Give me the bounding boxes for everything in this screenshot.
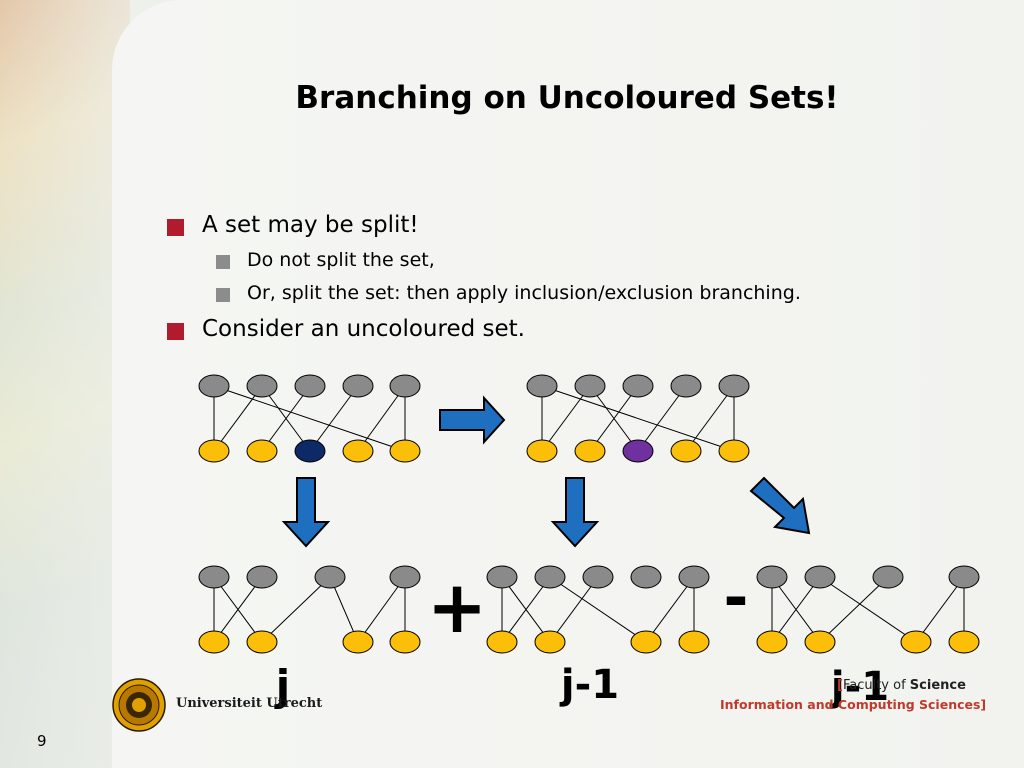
- bullet-1-2: Or, split the set: then apply inclusion/…: [247, 282, 801, 304]
- node-bottom: [246, 439, 278, 463]
- node-top: [804, 565, 836, 589]
- arrow-diagonal-icon: [749, 476, 811, 535]
- node-top: [574, 374, 606, 398]
- node-bottom: [389, 439, 421, 463]
- node-top: [314, 565, 346, 589]
- node-top: [622, 374, 654, 398]
- node-top: [630, 565, 662, 589]
- label-j-minus-1: j-1: [829, 664, 889, 710]
- node-top: [389, 565, 421, 589]
- node-selected: [294, 439, 326, 463]
- graph-coloured-nodes: [526, 374, 750, 463]
- bullet-2: Consider an uncoloured set.: [202, 316, 525, 342]
- node-bottom: [756, 630, 788, 654]
- node-selected: [622, 439, 654, 463]
- node-top: [246, 374, 278, 398]
- node-bottom: [486, 630, 518, 654]
- node-top: [198, 374, 230, 398]
- node-bottom: [342, 439, 374, 463]
- node-top: [389, 374, 421, 398]
- graph-branch-j: [213, 576, 406, 643]
- graph-original-nodes: [198, 374, 421, 463]
- node-bottom: [198, 439, 230, 463]
- node-bottom: [246, 630, 278, 654]
- node-top: [526, 374, 558, 398]
- bullet-marker-1-1: [216, 255, 230, 269]
- node-bottom: [900, 630, 932, 654]
- node-bottom: [534, 630, 566, 654]
- label-j: j: [274, 661, 290, 710]
- node-top: [198, 565, 230, 589]
- node-bottom: [804, 630, 836, 654]
- node-bottom: [948, 630, 980, 654]
- node-bottom: [389, 630, 421, 654]
- department-label: Information and Computing Sciences]: [720, 697, 987, 712]
- faculty-prefix: Faculty of: [842, 678, 910, 693]
- bullet-1: A set may be split!: [202, 212, 419, 238]
- node-bottom: [670, 439, 702, 463]
- arrow-down-icon: [281, 477, 331, 548]
- node-top: [294, 374, 326, 398]
- graph-branch-j1-a-nodes: [486, 565, 710, 654]
- label-j-minus-1: j-1: [559, 662, 619, 708]
- node-top: [948, 565, 980, 589]
- node-bottom: [630, 630, 662, 654]
- faculty-bracket: [: [837, 678, 843, 693]
- node-top: [718, 374, 750, 398]
- bullet-marker-1: [167, 219, 184, 236]
- node-top: [342, 374, 374, 398]
- slide-title: Branching on Uncoloured Sets!: [295, 80, 839, 116]
- university-seal-logo: [112, 678, 166, 732]
- page-number: 9: [37, 732, 47, 750]
- node-bottom: [526, 439, 558, 463]
- node-top: [670, 374, 702, 398]
- arrow-down-icon: [550, 477, 600, 548]
- graph-branch-j1-b-nodes: [756, 565, 980, 654]
- node-top: [872, 565, 904, 589]
- node-top: [756, 565, 788, 589]
- node-bottom: [198, 630, 230, 654]
- faculty-label: [Faculty of Science: [837, 678, 966, 693]
- bullet-marker-1-2: [216, 288, 230, 302]
- plus-operator: +: [427, 565, 487, 649]
- arrow-right-icon: [439, 395, 506, 445]
- graph-branch-j-nodes: [198, 565, 421, 654]
- node-top: [246, 565, 278, 589]
- node-top: [582, 565, 614, 589]
- node-top: [534, 565, 566, 589]
- university-name: Universiteit Utrecht: [176, 696, 323, 711]
- bullet-marker-2: [167, 323, 184, 340]
- faculty-name: Science: [909, 678, 966, 693]
- node-bottom: [718, 439, 750, 463]
- node-bottom: [678, 630, 710, 654]
- node-top: [486, 565, 518, 589]
- minus-operator: -: [724, 563, 749, 633]
- node-top: [678, 565, 710, 589]
- graph-branch-j1-b: [771, 576, 965, 643]
- node-bottom: [574, 439, 606, 463]
- node-bottom: [342, 630, 374, 654]
- bullet-1-1: Do not split the set,: [247, 249, 435, 271]
